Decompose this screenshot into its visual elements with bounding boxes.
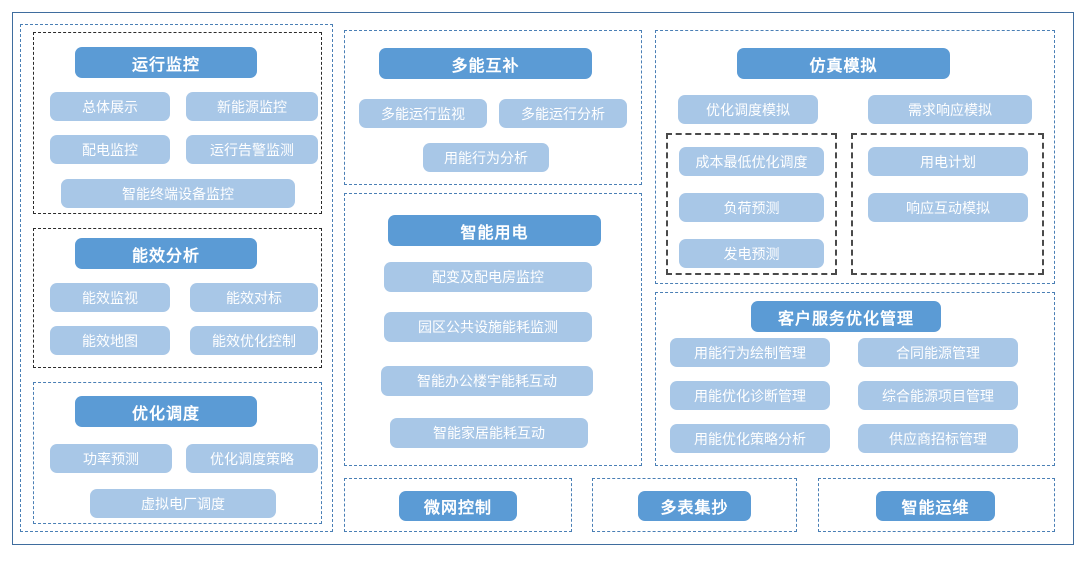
- item-yunxing-gaojing-jiance[interactable]: 运行告警监测: [186, 135, 318, 164]
- group-yunxing-jiankong: [33, 32, 322, 214]
- group-title-duoneng-hubu: 多能互补: [379, 48, 592, 79]
- group-title-kehu-fuwu-youhua-guanli: 客户服务优化管理: [751, 301, 941, 332]
- left-column-wrapper: [20, 24, 333, 532]
- item-yongneng-xingwei-fenxi[interactable]: 用能行为分析: [423, 143, 549, 172]
- item-yongneng-xingwei-huizhi-guanli[interactable]: 用能行为绘制管理: [670, 338, 830, 367]
- subgroup-fangzhen-right: [851, 133, 1044, 275]
- item-zonghe-nengyuan-xiangmu-guanli[interactable]: 综合能源项目管理: [858, 381, 1018, 410]
- group-zhineng-yunwei: [818, 478, 1055, 532]
- item-zongti-zhanshi[interactable]: 总体展示: [50, 92, 170, 121]
- item-duoneng-yunxing-jianshi[interactable]: 多能运行监视: [359, 99, 487, 128]
- group-title-zhineng-yongdian: 智能用电: [388, 215, 601, 246]
- group-duoneng-hubu: [344, 30, 642, 185]
- group-title-nengxiao-fenxi: 能效分析: [75, 238, 257, 269]
- item-duoneng-yunxing-fenxi[interactable]: 多能运行分析: [499, 99, 627, 128]
- item-zhineng-bangong-louyu-nenghao-hudong[interactable]: 智能办公楼宇能耗互动: [381, 366, 593, 396]
- item-zhineng-jiaju-nenghao-hudong[interactable]: 智能家居能耗互动: [390, 418, 588, 448]
- item-xiangying-hudong-moni[interactable]: 响应互动模拟: [868, 193, 1028, 222]
- subgroup-fangzhen-left: [666, 133, 837, 275]
- item-youhua-diaodu-moni[interactable]: 优化调度模拟: [678, 95, 818, 124]
- item-nengxiao-jianshi[interactable]: 能效监视: [50, 283, 170, 312]
- group-youhua-diaodu: [33, 382, 322, 524]
- item-yuanqu-gonggong-sheshi-nenghao-jiance[interactable]: 园区公共设施能耗监测: [384, 312, 592, 342]
- item-zhineng-zhongduan-shebei-jiankong[interactable]: 智能终端设备监控: [61, 179, 295, 208]
- item-xuqiu-xiangying-moni[interactable]: 需求响应模拟: [868, 95, 1032, 124]
- item-yongneng-youhua-zhenduan-guanli[interactable]: 用能优化诊断管理: [670, 381, 830, 410]
- group-duobiao-jichao: [592, 478, 797, 532]
- item-youhua-diaodu-celve[interactable]: 优化调度策略: [186, 444, 318, 473]
- item-xuni-dianchang-diaodu[interactable]: 虚拟电厂调度: [90, 489, 276, 518]
- group-nengxiao-fenxi: [33, 228, 322, 368]
- group-title-duobiao-jichao: 多表集抄: [638, 491, 751, 521]
- group-title-zhineng-yunwei: 智能运维: [876, 491, 995, 521]
- group-title-youhua-diaodu: 优化调度: [75, 396, 257, 427]
- item-yongdian-jihua[interactable]: 用电计划: [868, 147, 1028, 176]
- group-zhineng-yongdian: [344, 193, 642, 466]
- item-gonglv-yuce[interactable]: 功率预测: [50, 444, 172, 473]
- item-hetong-nengyuan-guanli[interactable]: 合同能源管理: [858, 338, 1018, 367]
- group-title-fangzhen-moni: 仿真模拟: [737, 48, 950, 79]
- item-peibian-ji-peidianfang-jiankong[interactable]: 配变及配电房监控: [384, 262, 592, 292]
- item-nengxiao-duibiao[interactable]: 能效对标: [190, 283, 318, 312]
- item-nengxiao-youhua-kongzhi[interactable]: 能效优化控制: [190, 326, 318, 355]
- item-fuhe-yuce[interactable]: 负荷预测: [679, 193, 824, 222]
- item-nengxiao-ditu[interactable]: 能效地图: [50, 326, 170, 355]
- item-yongneng-youhua-celve-fenxi[interactable]: 用能优化策略分析: [670, 424, 830, 453]
- item-peidian-jiankong[interactable]: 配电监控: [50, 135, 170, 164]
- item-xinnengyuan-jiankong[interactable]: 新能源监控: [186, 92, 318, 121]
- group-title-yunxing-jiankong: 运行监控: [75, 47, 257, 78]
- item-gongyingshang-zhaobiao-guanli[interactable]: 供应商招标管理: [858, 424, 1018, 453]
- item-chengben-zuidi-youhua-diaodu[interactable]: 成本最低优化调度: [679, 147, 824, 176]
- group-fangzhen-moni: [655, 30, 1055, 284]
- group-weiwang-kongzhi: [344, 478, 572, 532]
- group-title-weiwang-kongzhi: 微网控制: [399, 491, 517, 521]
- group-kehu-fuwu-youhua-guanli: [655, 292, 1055, 466]
- item-fadian-yuce[interactable]: 发电预测: [679, 239, 824, 268]
